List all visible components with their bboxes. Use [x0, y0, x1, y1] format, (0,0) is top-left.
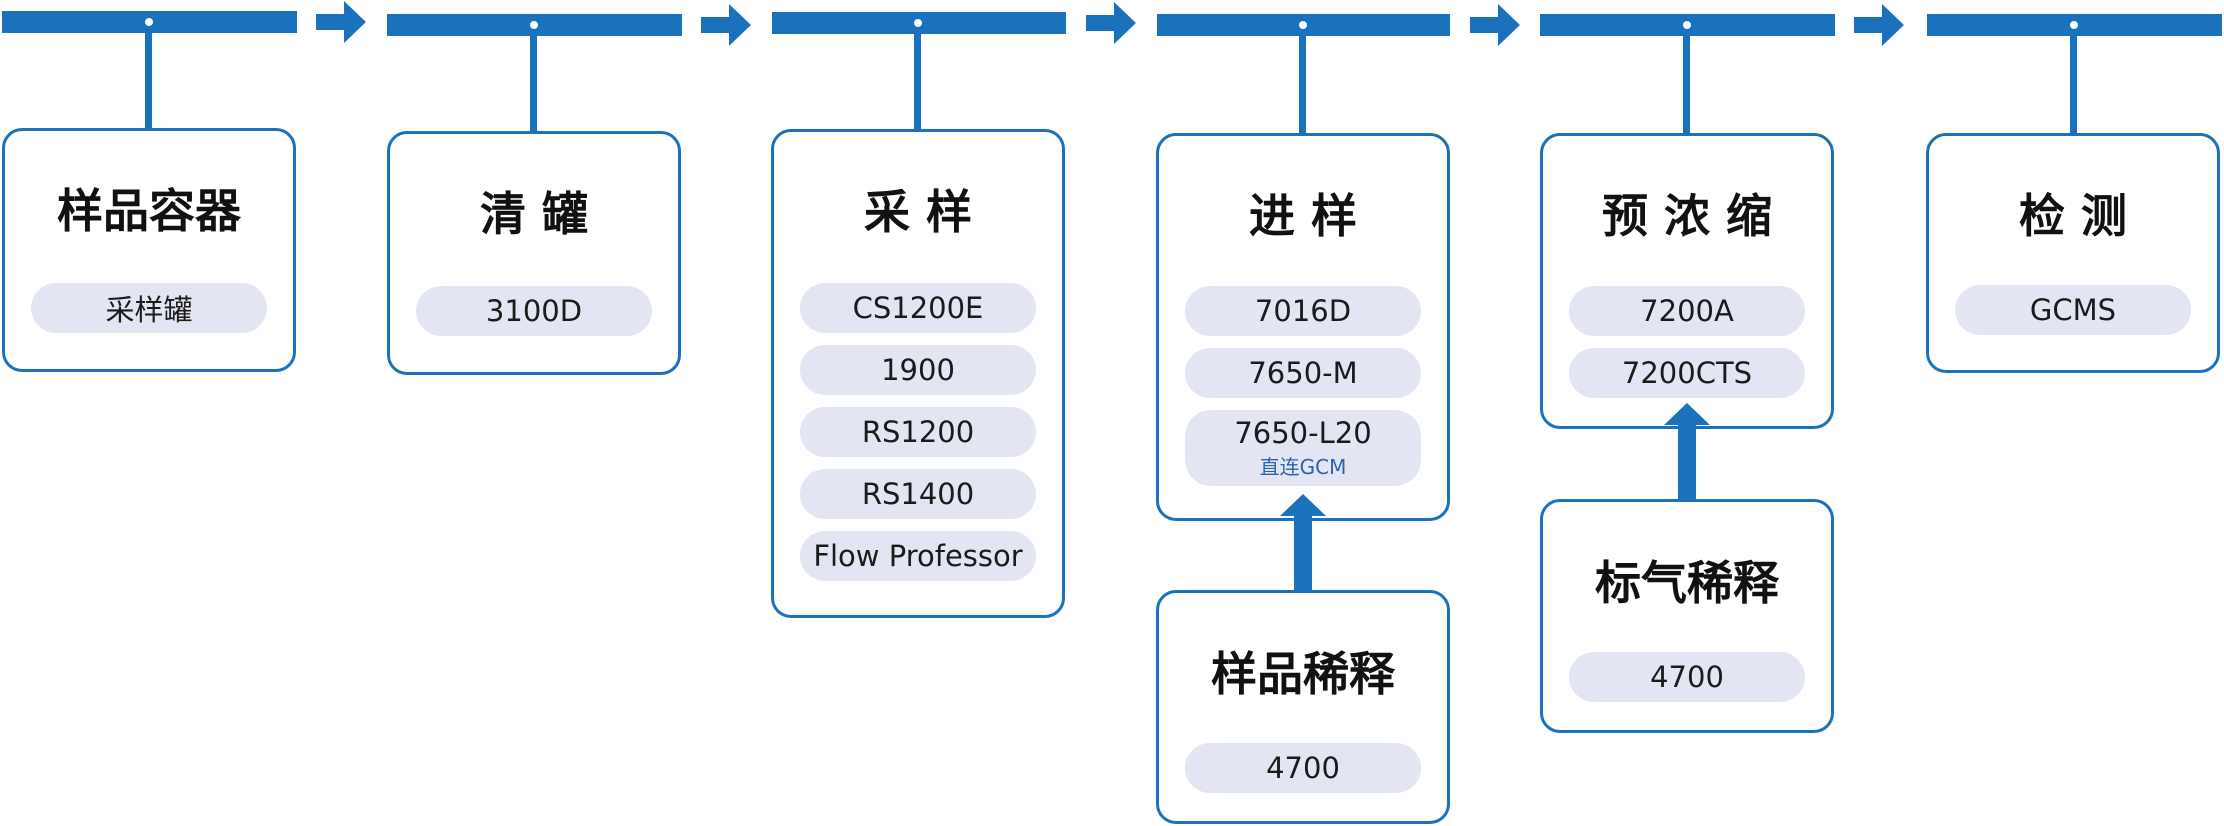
item-label: 1900	[881, 353, 955, 387]
stage-title: 进 样	[1248, 189, 1357, 243]
item-label: RS1400	[861, 477, 975, 511]
item-tag: 7200CTS	[1569, 348, 1805, 398]
stage-title: 检 测	[2018, 189, 2127, 243]
timeline-node	[1295, 17, 1311, 33]
item-tag: 7200A	[1569, 286, 1805, 336]
item-tag: 4700	[1569, 652, 1805, 702]
item-tag: 7016D	[1185, 286, 1421, 336]
item-label: 4700	[1650, 660, 1724, 694]
timeline-node	[526, 17, 542, 33]
item-sublabel: 直连GCM	[1259, 455, 1347, 479]
stage-card-preconcentration: 预 浓 缩 7200A 7200CTS	[1540, 133, 1834, 429]
connector-line	[2070, 25, 2077, 133]
item-label: 7200CTS	[1621, 356, 1753, 390]
item-label: 3100D	[485, 294, 583, 328]
flow-arrow-right-icon	[1854, 4, 1904, 46]
flow-arrow-right-icon	[701, 4, 751, 46]
item-tag: GCMS	[1955, 285, 2191, 335]
item-label: CS1200E	[852, 291, 984, 325]
item-label: 4700	[1266, 751, 1340, 785]
stage-card-injection: 进 样 7016D 7650-M 7650-L20 直连GCM	[1156, 133, 1450, 521]
stage-title: 预 浓 缩	[1601, 189, 1773, 243]
feeder-card-sample-dilution: 样品稀释 4700	[1156, 590, 1450, 824]
item-label: 采样罐	[105, 293, 193, 327]
item-label: RS1200	[861, 415, 975, 449]
feeder-card-standard-gas-dilution: 标气稀释 4700	[1540, 499, 1834, 733]
timeline-node	[910, 15, 926, 31]
item-tag: 1900	[800, 345, 1036, 395]
stage-title: 样品容器	[57, 184, 241, 238]
item-tag: CS1200E	[800, 283, 1036, 333]
connector-line	[1683, 25, 1690, 133]
stage-title: 清 罐	[479, 187, 588, 241]
timeline-node	[141, 14, 157, 30]
stage-card-sample-container: 样品容器 采样罐	[2, 128, 296, 372]
flow-arrow-right-icon	[1470, 4, 1520, 46]
item-tag: RS1400	[800, 469, 1036, 519]
flow-arrow-right-icon	[316, 1, 366, 43]
item-tag: RS1200	[800, 407, 1036, 457]
connector-line	[914, 23, 921, 131]
stage-card-detection: 检 测 GCMS	[1926, 133, 2220, 373]
item-tag: 7650-L20 直连GCM	[1185, 410, 1421, 486]
timeline-node	[1679, 17, 1695, 33]
item-label: 7200A	[1640, 294, 1734, 328]
item-label: Flow Professor	[813, 539, 1023, 573]
stage-title: 采 样	[863, 185, 972, 239]
flow-arrow-up-icon	[1280, 494, 1326, 592]
connector-line	[145, 22, 152, 130]
connector-line	[1299, 25, 1306, 133]
item-label: 7650-L20	[1234, 416, 1372, 450]
item-label: 7016D	[1254, 294, 1352, 328]
item-label: GCMS	[2029, 293, 2117, 327]
feeder-title: 样品稀释	[1211, 647, 1395, 701]
timeline-node	[2066, 17, 2082, 33]
stage-card-canister-cleaning: 清 罐 3100D	[387, 131, 681, 375]
item-tag: 7650-M	[1185, 348, 1421, 398]
item-label: 7650-M	[1248, 356, 1358, 390]
feeder-title: 标气稀释	[1595, 556, 1779, 610]
flow-arrow-up-icon	[1664, 403, 1710, 501]
flow-arrow-right-icon	[1086, 2, 1136, 44]
stage-card-sampling: 采 样 CS1200E 1900 RS1200 RS1400 Flow Prof…	[771, 129, 1065, 618]
connector-line	[530, 25, 537, 133]
item-tag: 采样罐	[31, 283, 267, 333]
item-tag: 3100D	[416, 286, 652, 336]
item-tag: 4700	[1185, 743, 1421, 793]
item-tag: Flow Professor	[800, 531, 1036, 581]
